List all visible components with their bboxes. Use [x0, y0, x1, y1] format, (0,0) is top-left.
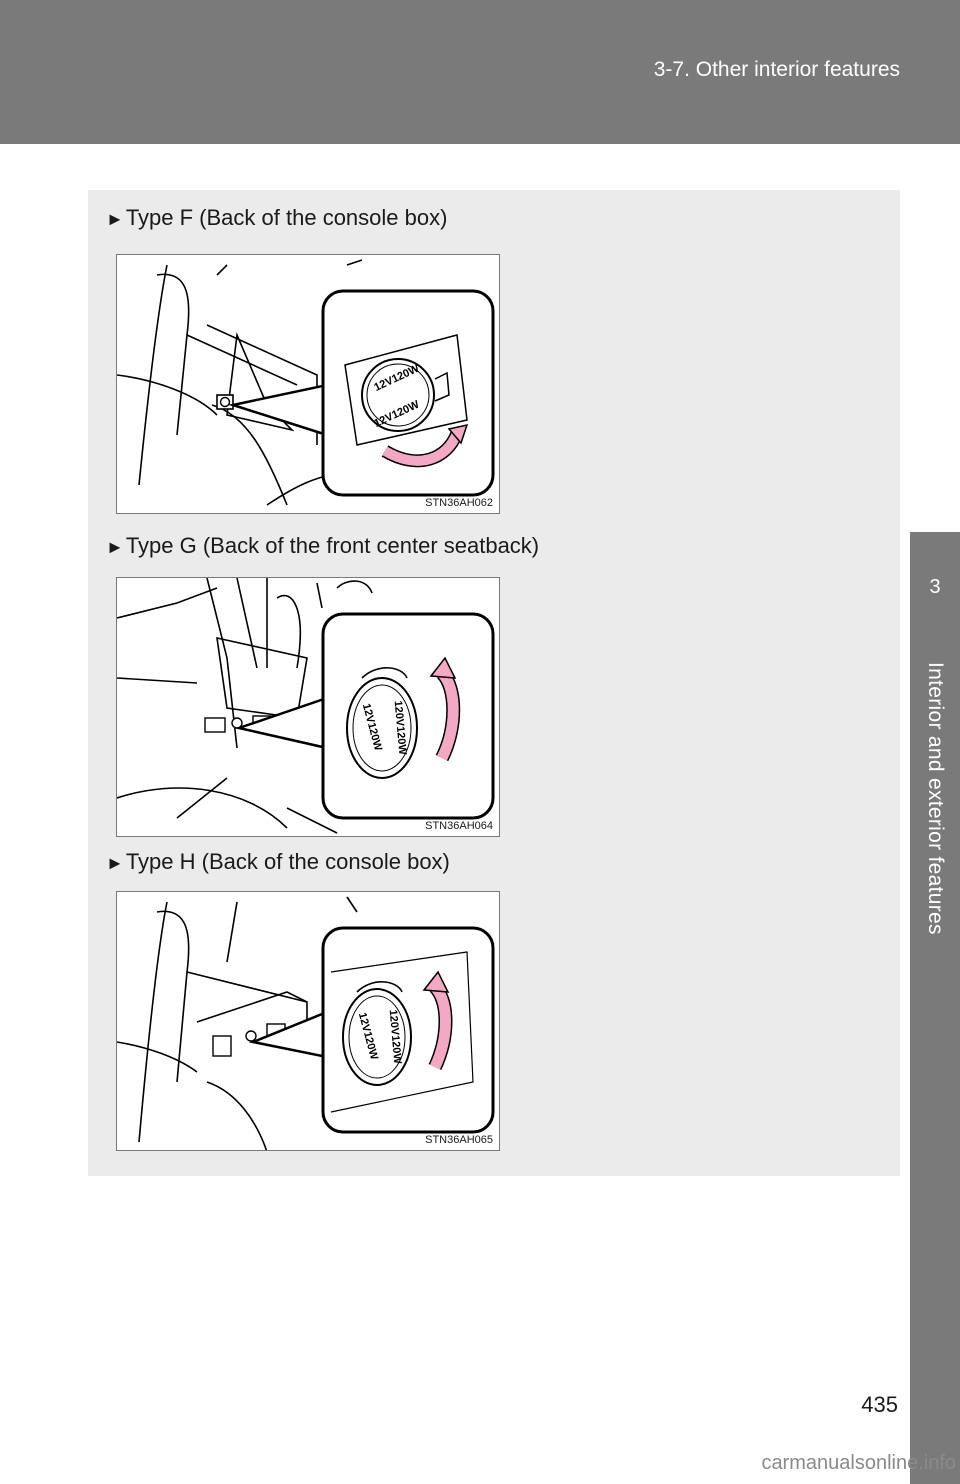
callout-pointer [248, 1010, 329, 1059]
page-header: 3-7. Other interior features [0, 0, 960, 144]
cap-circle [346, 677, 418, 779]
item-title-type-g: ►Type G (Back of the front center seatba… [106, 533, 539, 559]
figure-code: STN36AH062 [425, 497, 493, 509]
callout-pointer [234, 696, 329, 750]
section-title: 3-7. Other interior features [653, 58, 900, 81]
figure-code: STN36AH064 [425, 820, 493, 832]
item-title-text: Type H (Back of the console box) [125, 849, 450, 874]
twist-arrow [429, 983, 451, 1070]
cap-lettering: 120V120W [387, 1009, 404, 1065]
cap-circle [342, 988, 412, 1086]
cap-circle [361, 358, 435, 432]
item-title-type-f: ►Type F (Back of the console box) [106, 205, 447, 231]
chapter-number-tab: 3 [910, 532, 960, 642]
pointer-arrow-icon: ► [106, 853, 124, 873]
item-title-type-h: ►Type H (Back of the console box) [106, 849, 450, 875]
item-title-text: Type F (Back of the console box) [125, 205, 448, 230]
page-number: 435 [861, 1392, 898, 1417]
chapter-side-tab: Interior and exterior features [910, 642, 960, 1484]
cap-lettering: 120V120W [392, 700, 409, 756]
twist-arrow [382, 430, 462, 466]
twist-arrow [437, 669, 459, 761]
item-title-text: Type G (Back of the front center seatbac… [125, 533, 540, 558]
pointer-arrow-icon: ► [106, 209, 124, 229]
figure-code: STN36AH065 [425, 1134, 493, 1146]
watermark[interactable]: carmanualsonline.info [761, 1452, 956, 1474]
chapter-title: Interior and exterior features [924, 662, 947, 935]
pointer-arrow-icon: ► [106, 537, 124, 557]
